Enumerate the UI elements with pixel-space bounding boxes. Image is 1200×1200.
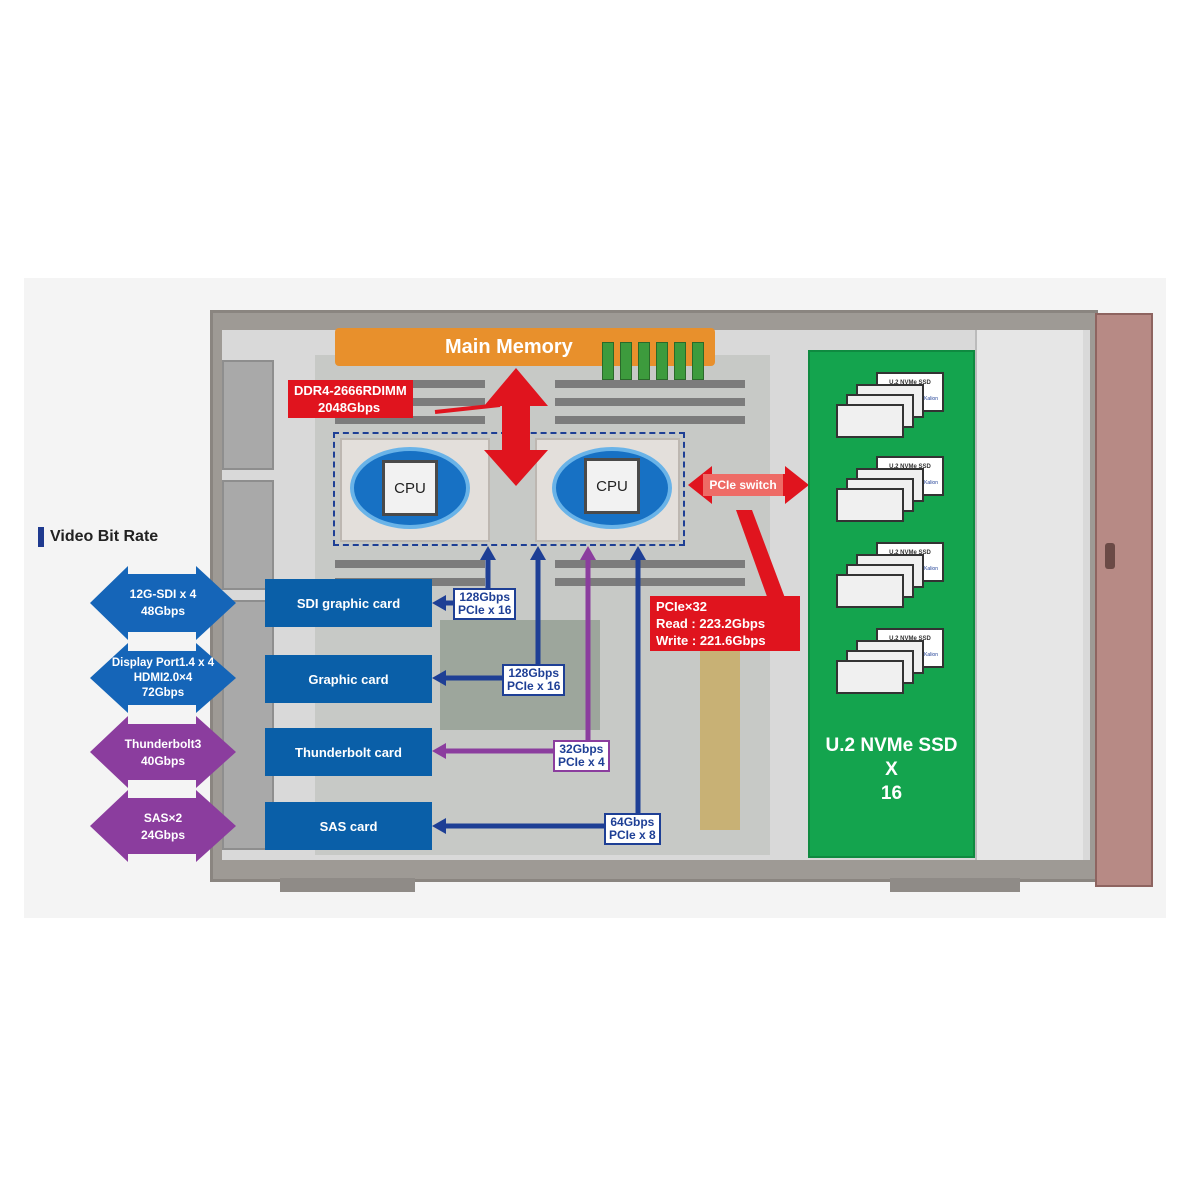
output-line: 72Gbps (141, 686, 185, 699)
ssd-drive (836, 660, 904, 694)
ssd-drive (836, 488, 904, 522)
output-line: 48Gbps (140, 604, 185, 618)
nvme-link-lanes: PCIe×32 (656, 599, 707, 614)
cpu-chip: CPU (382, 460, 438, 516)
output-line: 12G-SDI x 4 (129, 587, 197, 601)
ssd-drive (836, 404, 904, 438)
nvme-link-pointer (736, 510, 785, 605)
purple-bus-line (440, 552, 591, 754)
bus-arrowhead-left (432, 743, 446, 759)
output-text-thunderbolt: Thunderbolt3 40Gbps (104, 730, 222, 776)
bus-label-sdi: 128Gbps PCIe x 16 (453, 588, 517, 620)
chassis-foot-left (280, 878, 415, 892)
bus-arrowhead-left (432, 818, 446, 834)
output-arrow-thunderbolt (90, 716, 236, 788)
bus-arrowhead-up (480, 546, 496, 560)
bus-rate: 128Gbps (508, 666, 560, 680)
bus-label-graphic: 128Gbps PCIe x 16 (502, 664, 566, 696)
cpu-label: CPU (596, 477, 628, 495)
fan-module (222, 480, 274, 590)
pcie-switch-label: PCIe switch (703, 474, 783, 496)
output-line: 40Gbps (140, 754, 185, 768)
cpu-chip: CPU (584, 458, 640, 514)
output-line: 24Gbps (140, 828, 185, 842)
sdi-graphic-card: SDI graphic card (265, 579, 432, 627)
sas-card: SAS card (265, 802, 432, 850)
bus-label-sas: 64Gbps PCIe x 8 (604, 813, 661, 845)
bus-arrowhead-up (530, 546, 546, 560)
nvme-link-label: PCIe×32 Read : 223.2Gbps Write : 221.6Gb… (650, 596, 800, 651)
output-arrow-sas (90, 790, 236, 862)
chassis-foot-right (890, 878, 1020, 892)
main-memory-banner: Main Memory (335, 328, 715, 366)
cpu-label: CPU (394, 479, 426, 497)
graphic-card: Graphic card (265, 655, 432, 703)
fan-module (222, 360, 274, 470)
chassis-door (1095, 313, 1153, 887)
output-text-display: Display Port1.4 x 4 HDMI2.0×4 72Gbps (96, 652, 230, 704)
bus-arrowhead-up (630, 546, 646, 560)
dimm-slots (555, 560, 745, 568)
bus-arrowhead-left (432, 670, 446, 686)
bus-rate: 64Gbps (610, 815, 655, 829)
bus-lanes: PCIe x 4 (558, 755, 605, 769)
bus-lanes: PCIe x 16 (507, 679, 561, 693)
drive-bay-frame (975, 330, 1083, 860)
ssd-card-label: U.2 NVMe SSD (889, 550, 931, 556)
output-arrow-sdi (90, 566, 236, 640)
ssd-card-brand: Kalion (924, 396, 938, 402)
bus-rate: 128Gbps (459, 590, 511, 604)
bus-arrowhead-up (580, 546, 596, 560)
output-line: Thunderbolt3 (124, 737, 202, 751)
dimm-slots (555, 380, 745, 388)
ddr-bandwidth-label: DDR4-2666RDIMM 2048Gbps (288, 380, 413, 418)
ddr-rate-text: 2048Gbps (318, 400, 381, 415)
ddr-pointer-line (434, 403, 501, 414)
video-bit-rate-title: Video Bit Rate (38, 526, 158, 548)
bus-lanes: PCIe x 8 (609, 828, 656, 842)
dimm-slots (335, 416, 485, 424)
output-line: SAS×2 (143, 811, 183, 825)
output-line: Display Port1.4 x 4 (111, 656, 215, 669)
power-cables (700, 640, 740, 830)
ssd-title-line3: 16 (880, 783, 903, 804)
nvme-link-read: Read : 223.2Gbps (656, 616, 766, 631)
memory-bandwidth-arrow (484, 368, 548, 486)
ssd-card-label: U.2 NVMe SSD (889, 380, 931, 386)
dimm-slots (555, 578, 745, 586)
dimm-slots (335, 560, 485, 568)
ssd-card-brand: Kalion (924, 480, 938, 486)
bus-arrowhead-left (432, 595, 446, 611)
ssd-card-label: U.2 NVMe SSD (889, 464, 931, 470)
ssd-title-line1: U.2 NVMe SSD (825, 735, 958, 756)
output-text-sdi: 12G-SDI x 4 48Gbps (104, 580, 222, 626)
output-line: HDMI2.0×4 (133, 671, 193, 684)
bus-label-thunderbolt: 32Gbps PCIe x 4 (553, 740, 610, 772)
nvme-link-write: Write : 221.6Gbps (656, 633, 766, 648)
ram-module-icon (602, 342, 708, 382)
dimm-slots (555, 398, 745, 406)
ssd-card-brand: Kalion (924, 566, 938, 572)
ddr-type-text: DDR4-2666RDIMM (294, 383, 407, 398)
ssd-title-line2: X (885, 759, 898, 780)
output-arrow-display (90, 643, 236, 713)
nvme-ssd-title: U.2 NVMe SSD X 16 (808, 734, 975, 806)
ssd-drive (836, 574, 904, 608)
door-handle (1105, 543, 1115, 569)
ssd-card-brand: Kalion (924, 652, 938, 658)
output-text-sas: SAS×2 24Gbps (104, 804, 222, 850)
main-memory-label: Main Memory (445, 335, 573, 358)
bus-lanes: PCIe x 16 (458, 603, 512, 617)
ssd-card-label: U.2 NVMe SSD (889, 636, 931, 642)
dimm-slots (555, 416, 745, 424)
thunderbolt-card: Thunderbolt card (265, 728, 432, 776)
bus-rate: 32Gbps (559, 742, 604, 756)
